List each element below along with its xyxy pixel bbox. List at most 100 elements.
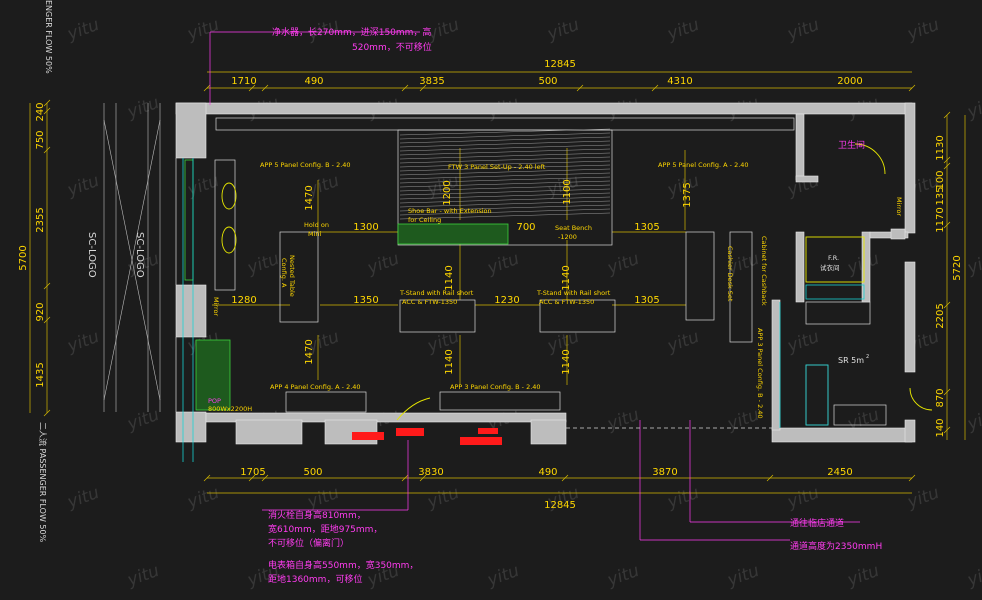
ftw3-label: FTW 3 Panel Set-Up - 2.40 left [448, 163, 546, 171]
app5-left-label: APP 5 Panel Config. B - 2.40 [260, 161, 351, 169]
bottom-segment-dim: 1705 [240, 467, 265, 478]
top-segment-dim: 2000 [837, 76, 862, 87]
watermark-text: yitu [184, 171, 222, 201]
dimension-text: 12845 12845 5700 5720 [18, 59, 963, 511]
interior-dim: 1300 [353, 222, 378, 233]
sc-logo-hatch [103, 103, 161, 412]
left-segment-dim: 240 [35, 102, 46, 121]
interior-dim: 1140 [444, 265, 455, 290]
passenger-flow-top: ENGER FLOW 50% [44, 0, 53, 74]
right-total-dim: 5720 [952, 255, 963, 280]
right-segment-dim: 100 [935, 170, 946, 189]
watermark-text: yitu [64, 327, 102, 357]
water-note-1: 净水器，长270mm，进深150mm，高 [272, 26, 431, 38]
walls [175, 102, 916, 445]
watermark-text: yitu [124, 405, 162, 435]
app5-right-label: APP 5 Panel Config. A - 2.40 [658, 161, 749, 169]
fixture-labels: APP 5 Panel Config. B - 2.40 APP 5 Panel… [208, 139, 869, 413]
sc-logo-1: SC-LOGO [86, 232, 97, 278]
meter-note-2: 距地1360mm，可移位 [268, 573, 362, 585]
mirror-left-label: Mirror [212, 297, 220, 316]
right-segment-dim: 870 [935, 388, 946, 407]
watermark-text: yitu [604, 561, 642, 591]
watermark-text: yitu [664, 327, 702, 357]
nested-table-label: Nested Table [288, 255, 296, 297]
water-note-2: 520mm，不可移位 [352, 41, 432, 53]
interior-dim: 1140 [561, 349, 572, 374]
app3-right-label: APP 3 Panel Config. B - 2.40 [756, 328, 764, 419]
watermark-text: yitu [604, 405, 642, 435]
bottom-total-dim: 12845 [544, 500, 576, 511]
watermark-text: yitu [304, 483, 342, 513]
storeroom-sup: 2 [866, 354, 869, 360]
shoe-bar-label: Shoe Bar - with Extension [408, 207, 492, 215]
right-segment-dim: 2205 [935, 303, 946, 328]
left-segment-dim: 920 [35, 302, 46, 321]
watermark-text: yitu [64, 171, 102, 201]
interior-dim: 1280 [231, 295, 256, 306]
nested-table-label-2: Config. A [280, 258, 288, 288]
t-stand-1-label: T-Stand with Rail short [399, 289, 474, 297]
watermark-text: yitu [784, 483, 822, 513]
seat-bench-label-2: -1200 [558, 233, 577, 241]
top-segment-dim: 3835 [419, 76, 444, 87]
fitting-cn-label: 试衣间 [820, 263, 840, 272]
fitting-room-curtain [805, 284, 865, 300]
watermark-text: yitu [784, 327, 822, 357]
watermark-text: yitu [784, 15, 822, 45]
left-segment-dim: 1435 [35, 362, 46, 387]
interior-dim: 1470 [304, 339, 315, 364]
interior-dim: 1140 [444, 349, 455, 374]
top-total-dim: 12845 [544, 59, 576, 70]
interior-dim: 1305 [634, 295, 659, 306]
shop-door-swing [396, 397, 431, 421]
watermark-text: yitu [484, 249, 522, 279]
interior-dim: 1470 [304, 185, 315, 210]
seat-bench-label: Seat Bench [555, 224, 592, 232]
interior-dim: 700 [516, 222, 535, 233]
interior-dim: 1230 [494, 295, 519, 306]
annotations: 净水器，长270mm，进深150mm，高 520mm，不可移位 消火栓自身高81… [268, 26, 882, 585]
watermark-text: yitu [544, 15, 582, 45]
watermark-text: yitu [664, 483, 702, 513]
left-segment-dim: 2355 [35, 207, 46, 232]
bathroom-label: 卫生间 [838, 139, 865, 151]
sc-logo-2: SC-LOGO [134, 232, 145, 278]
rotated-fixture-labels: Nested Table Config. A Cashier Desk Set … [212, 197, 903, 419]
fitting-room-outline [805, 236, 865, 283]
watermark-text: yitu [904, 483, 942, 513]
interior-dim: 1140 [561, 265, 572, 290]
top-segment-dim: 490 [304, 76, 323, 87]
watermark-text: yitu [724, 561, 762, 591]
watermark-text: yitu [184, 15, 222, 45]
app3-bottom-label: APP 3 Panel Config. B - 2.40 [450, 383, 541, 391]
bottom-segment-dim: 2450 [827, 467, 852, 478]
right-segment-dim: 1170 [935, 207, 946, 232]
ftw-hatching [399, 128, 611, 220]
interior-dim: 1375 [682, 182, 693, 207]
watermark-text: yitu [844, 561, 882, 591]
passage-note-2: 通道高度为2350mmH [790, 540, 882, 552]
right-small-dim: 135 [935, 186, 946, 205]
interior-dim: 1100 [562, 179, 573, 204]
watermark-text: yitu [484, 561, 522, 591]
watermark-text: yitu [964, 249, 982, 279]
watermark-text: yitu [664, 15, 702, 45]
hydrant-note-1: 消火栓自身高810mm， [268, 509, 366, 521]
right-segment-dim: 140 [935, 418, 946, 437]
hydrant-note-2: 宽610mm，距地975mm， [268, 523, 382, 535]
watermark-text: yitu [604, 249, 642, 279]
watermark-text: yitu [964, 561, 982, 591]
bathroom-door-swing [854, 143, 886, 175]
fitting-fr-label: F.R. [828, 254, 839, 262]
interior-dim: 1350 [353, 295, 378, 306]
bottom-segment-dim: 500 [303, 467, 322, 478]
meter-note-1: 电表箱自身高550mm，宽350mm， [268, 559, 418, 571]
top-segment-dim: 1710 [231, 76, 256, 87]
glass-facade [182, 158, 829, 462]
watermark-text: yitu [364, 249, 402, 279]
pop-dim-label: 800Wx2200H [208, 405, 252, 413]
cabinet-label: Cabinet for Cashback [760, 236, 768, 306]
storeroom-label: SR 5m [838, 356, 864, 365]
